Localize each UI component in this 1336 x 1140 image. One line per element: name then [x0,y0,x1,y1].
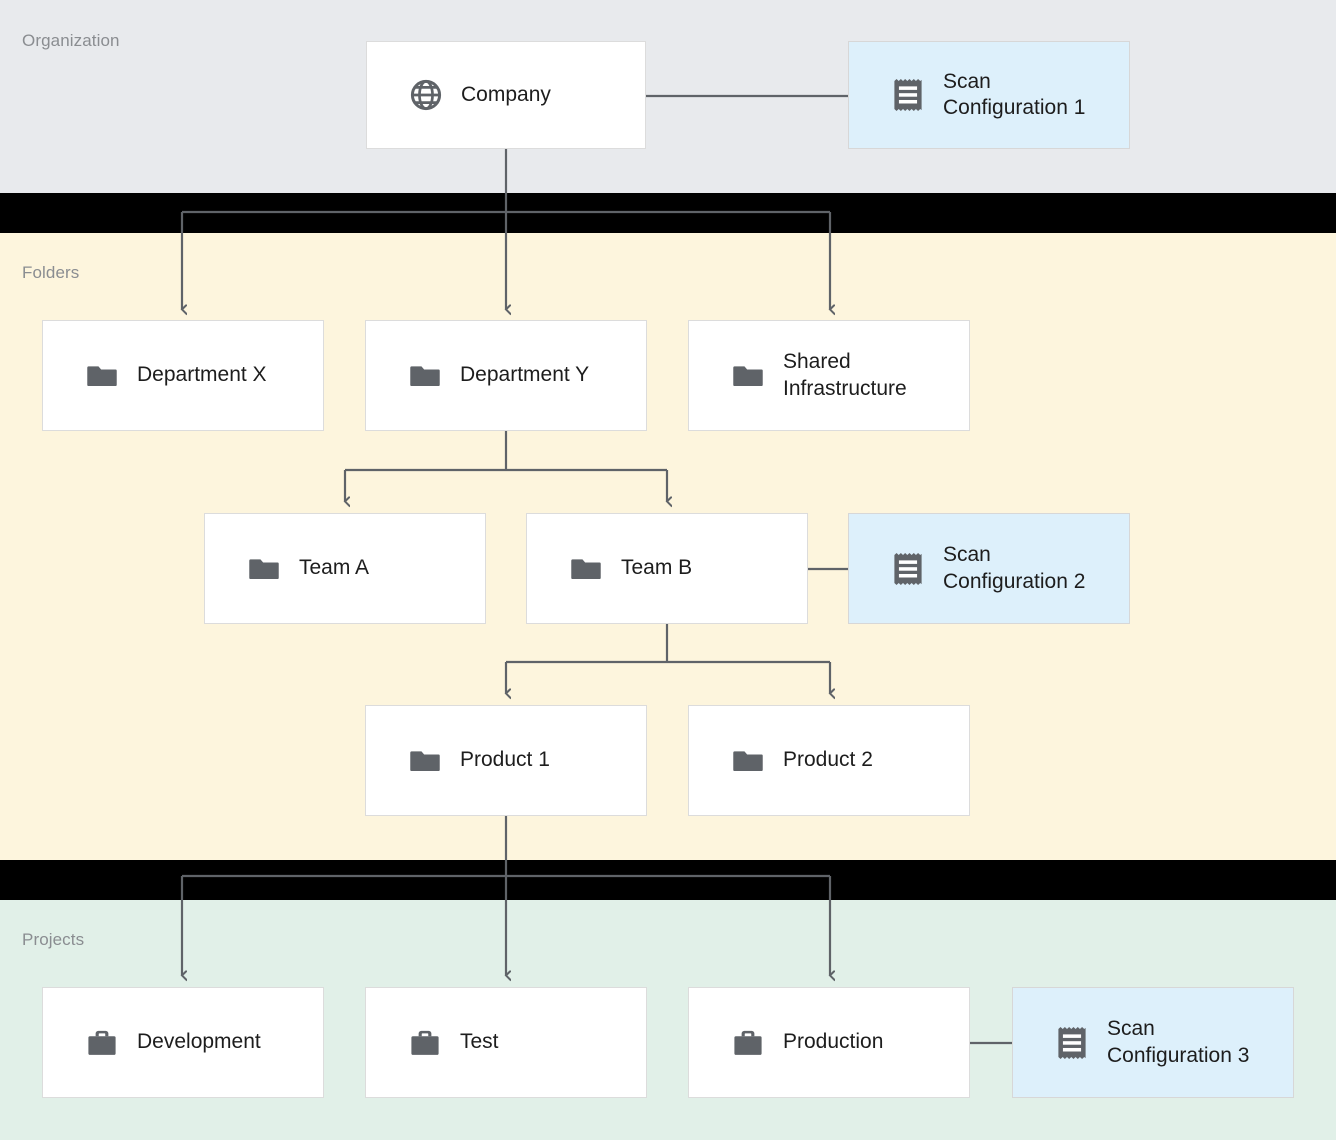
node-label: Production [783,1030,884,1054]
node-label: Team A [299,556,370,580]
node-label: Company [461,82,551,106]
node-scan-configuration-1[interactable]: Scan Configuration 1 [848,41,1130,149]
node-department-y[interactable]: Department Y [365,320,647,431]
folder-icon [729,742,767,780]
node-label: Team B [621,556,693,580]
folder-icon [245,550,283,588]
node-label: Development [137,1030,261,1054]
receipt-icon [1053,1024,1091,1062]
node-development[interactable]: Development [42,987,324,1098]
folder-icon [729,357,767,395]
node-label: Shared Infrastructure [783,350,907,400]
folder-icon [406,742,444,780]
folder-icon [83,357,121,395]
node-label: Test [460,1030,499,1054]
node-product-1[interactable]: Product 1 [365,705,647,816]
node-production[interactable]: Production [688,987,970,1098]
node-team-b[interactable]: Team B [526,513,808,624]
node-label: Scan Configuration 1 [943,69,1086,119]
band-label-folders: Folders [22,263,80,282]
node-label: Department X [137,363,267,387]
band-label-projects: Projects [22,930,85,949]
node-team-a[interactable]: Team A [204,513,486,624]
node-scan-configuration-2[interactable]: Scan Configuration 2 [848,513,1130,624]
band-organization [0,0,1336,193]
band-label-organization: Organization [22,31,120,50]
briefcase-icon [406,1024,444,1062]
node-label: Product 2 [783,748,873,772]
briefcase-icon [729,1024,767,1062]
node-label: Scan Configuration 3 [1107,1017,1250,1067]
node-company[interactable]: Company [366,41,646,149]
node-shared-infrastructure[interactable]: Shared Infrastructure [688,320,970,431]
node-department-x[interactable]: Department X [42,320,324,431]
node-product-2[interactable]: Product 2 [688,705,970,816]
band-divider-lower [0,860,1336,900]
folder-icon [567,550,605,588]
node-label: Department Y [460,363,590,387]
node-label: Product 1 [460,748,550,772]
node-scan-configuration-3[interactable]: Scan Configuration 3 [1012,987,1294,1098]
receipt-icon [889,550,927,588]
band-divider-upper [0,193,1336,233]
receipt-icon [889,76,927,114]
folder-icon [406,357,444,395]
briefcase-icon [83,1024,121,1062]
node-test[interactable]: Test [365,987,647,1098]
globe-icon [407,76,445,114]
node-label: Scan Configuration 2 [943,543,1086,593]
